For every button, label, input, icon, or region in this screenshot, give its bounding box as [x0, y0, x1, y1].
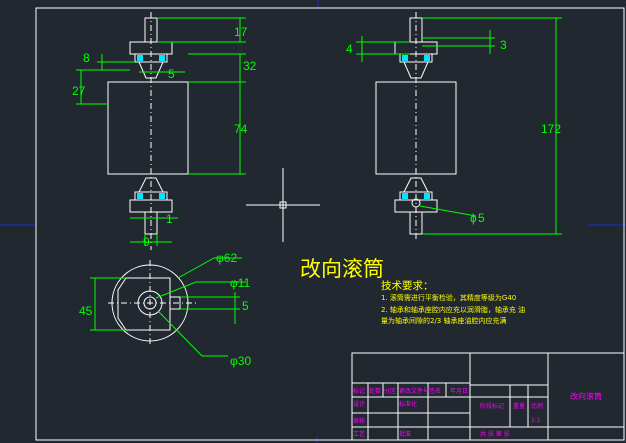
dim-5-end: 5 [242, 299, 249, 313]
dim-17: 17 [234, 25, 248, 39]
tb-count: 处数 [369, 387, 381, 395]
side-view [375, 12, 457, 242]
dim-phi30: φ30 [230, 354, 251, 368]
dim-phi5: 5 [478, 211, 485, 225]
dim-5-top: 5 [168, 67, 175, 81]
dim-32: 32 [243, 59, 257, 73]
front-view-hatch [137, 55, 165, 199]
tech-heading: 技术要求： [381, 279, 434, 292]
tb-standard: 标准化 [399, 400, 417, 408]
tb-mark: 标记 [353, 387, 365, 395]
tech-line-1: 1. 滚筒需进行平衡检验，其精度等级为G40 [381, 293, 516, 302]
tb-sign: 签名 [429, 387, 441, 395]
tb-sheets: 共 张 第 张 [480, 430, 510, 438]
crosshair-cursor-icon [246, 168, 320, 242]
dim-45: 45 [79, 304, 93, 318]
tb-review: 审核 [353, 417, 365, 425]
tb-stage: 阶段标记 [480, 402, 504, 410]
dimension-texts: 17 8 5 32 27 74 1 9 4 3 172 5 φ62 φ11 5 … [72, 25, 561, 368]
title-block-texts: 标记 处数 分区 更改文件号 签名 年月日 设计 标准化 阶段标记 重量 比例 … [353, 387, 602, 438]
dimension-lines [76, 17, 562, 357]
dim-3: 3 [500, 38, 507, 52]
tech-requirements: 技术要求： 1. 滚筒需进行平衡检验，其精度等级为G40 2. 轴承和轴承座腔内… [381, 279, 525, 325]
tb-zone: 分区 [384, 387, 396, 395]
tb-ratio: 比例 [531, 402, 543, 410]
title-block [351, 352, 625, 441]
dim-27: 27 [72, 84, 86, 98]
dim-74: 74 [234, 122, 248, 136]
tech-line-2: 2. 轴承和轴承座腔内应充以润滑脂，轴承充 油 [381, 305, 525, 314]
tb-process: 工艺 [353, 430, 365, 438]
dim-4: 4 [346, 42, 353, 56]
dim-172: 172 [541, 122, 561, 136]
phi-symbol-icon: ɸ [470, 211, 477, 225]
tb-weight: 重量 [513, 402, 525, 410]
side-view-hatch [402, 55, 430, 199]
dim-phi62: φ62 [216, 251, 237, 265]
tb-part-name: 改向滚筒 [570, 391, 602, 401]
dim-9: 9 [143, 235, 150, 249]
tb-design: 设计 [353, 400, 365, 408]
tb-scale: 1:1 [531, 417, 541, 424]
front-view [107, 12, 189, 250]
tb-date: 年月日 [450, 387, 468, 395]
tech-line-3: 量为轴承间隙的2/3 轴承座油腔内应充满 [381, 316, 507, 325]
drawing-border [35, 7, 625, 441]
dim-1: 1 [166, 212, 173, 226]
tb-change-doc: 更改文件号 [399, 387, 429, 395]
end-view [108, 260, 196, 346]
dim-8: 8 [83, 51, 90, 65]
dim-phi11: φ11 [230, 276, 251, 290]
tb-approve: 批准 [399, 430, 411, 438]
drawing-title: 改向滚筒 [300, 257, 384, 281]
